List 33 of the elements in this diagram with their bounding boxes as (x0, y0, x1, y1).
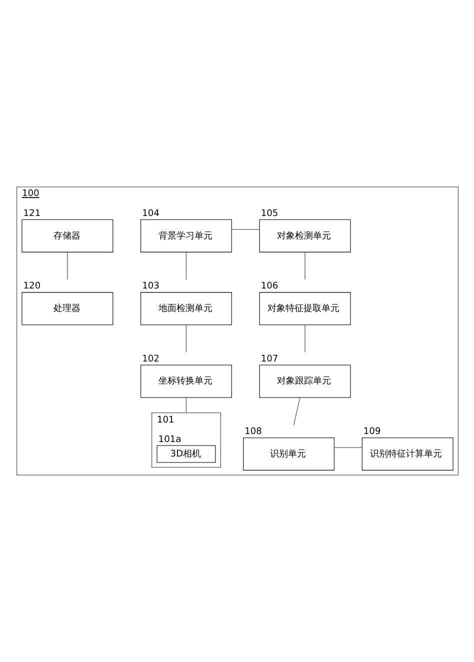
connector (185, 324, 186, 353)
node-box: 对象跟踪单元 (258, 364, 350, 398)
node-box: 3D相机 (156, 445, 216, 463)
node-box: 背景学习单元 (140, 219, 232, 252)
connector (333, 447, 362, 448)
connector (304, 324, 305, 353)
connector (304, 252, 305, 280)
node-label: 101a (158, 434, 181, 445)
node-label: 121 (22, 208, 40, 219)
node-label: 105 (260, 208, 278, 219)
node-label: 120 (22, 282, 40, 292)
node-box: 对象检测单元 (258, 219, 350, 252)
node-label: 108 (244, 427, 262, 438)
connector (66, 252, 68, 280)
node-label: 106 (260, 282, 278, 292)
node-box: 存储器 (21, 219, 113, 252)
node-label: 101 (156, 416, 174, 426)
node-label: 103 (142, 282, 159, 292)
node-label: 102 (142, 354, 159, 364)
node-label: 104 (142, 208, 159, 219)
node-box: 处理器 (21, 292, 113, 326)
node-box: 识别单元 (242, 437, 334, 471)
connector (185, 252, 186, 280)
node-box: 识别特征计算单元 (361, 437, 453, 471)
cluster (151, 412, 220, 468)
connector (230, 229, 260, 230)
node-box: 对象特征提取单元 (258, 292, 350, 326)
connector (185, 396, 186, 414)
node-box: 坐标转换单元 (140, 364, 232, 398)
node-label: 107 (260, 354, 278, 364)
node-box: 地面检测单元 (140, 292, 232, 326)
node-label: 109 (362, 427, 380, 438)
connector (292, 396, 300, 426)
